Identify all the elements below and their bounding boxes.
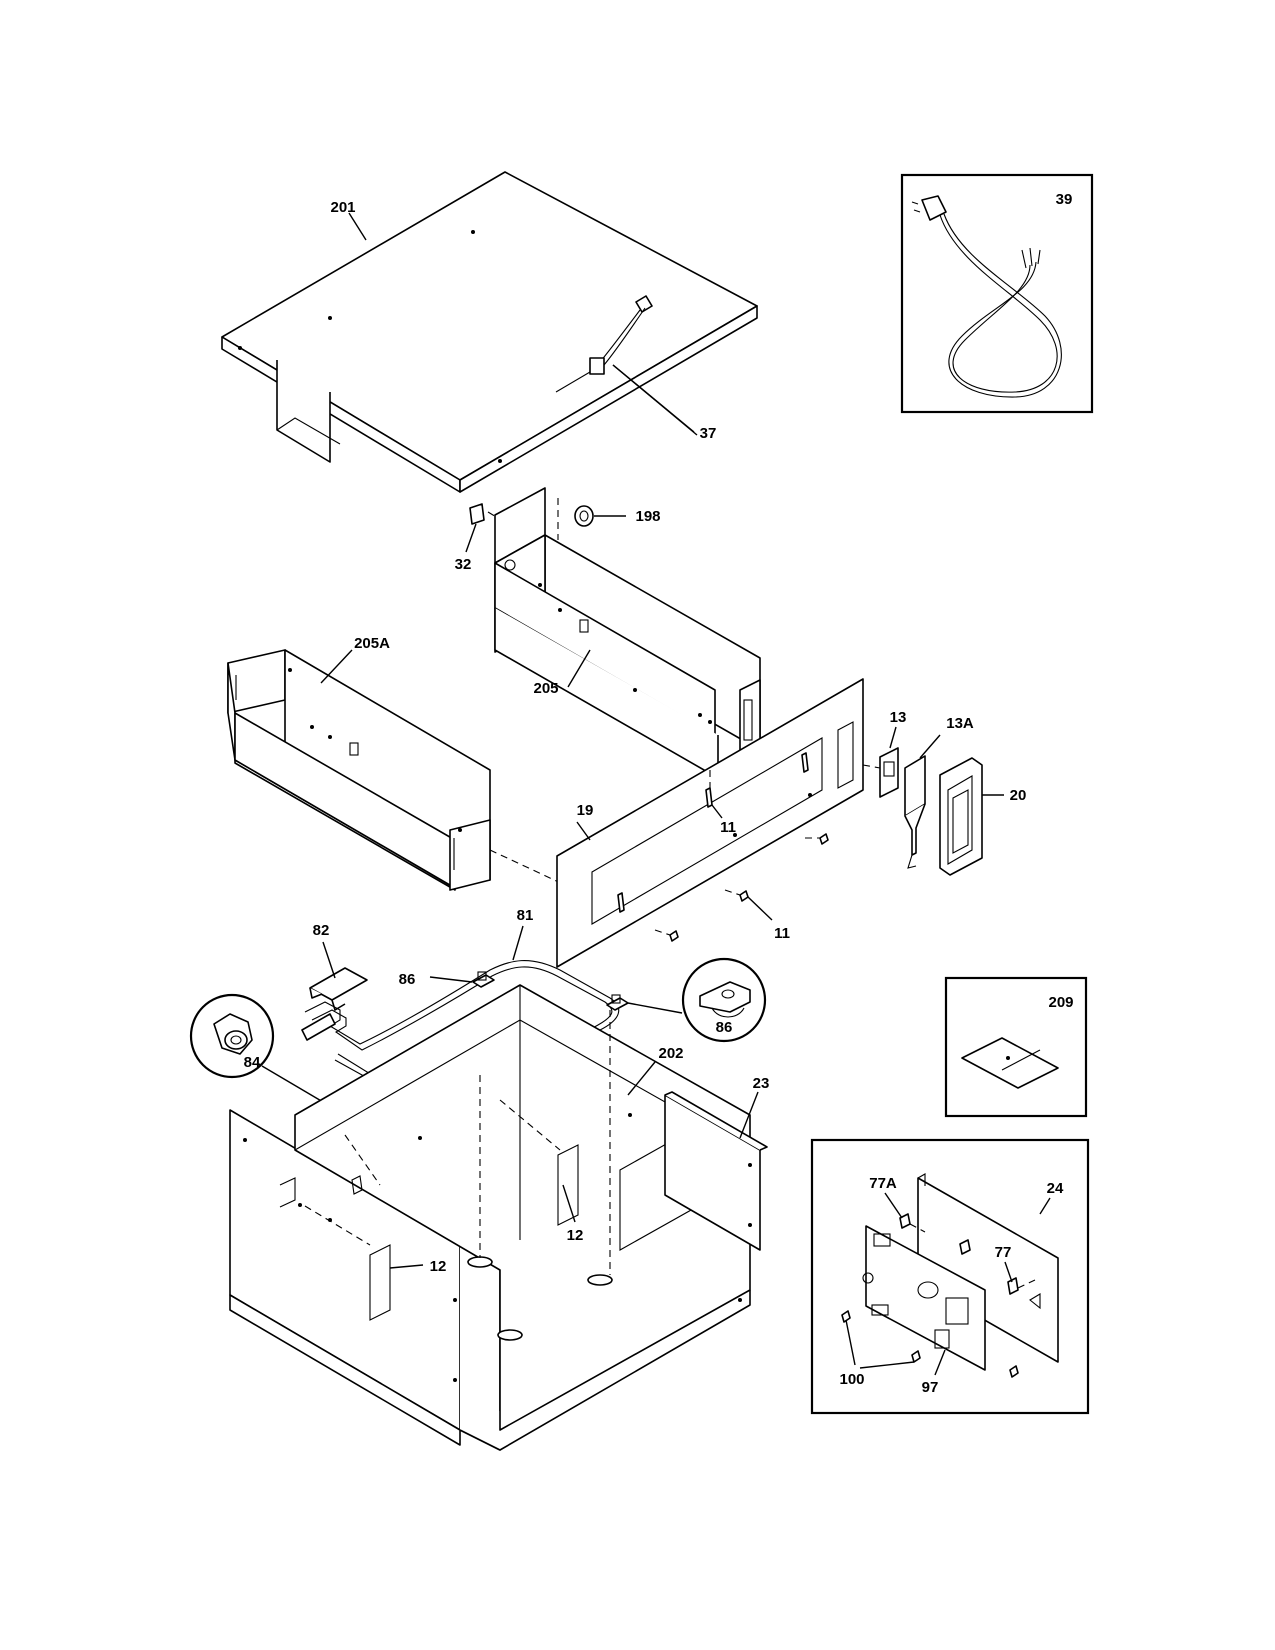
part-86-clip-right[interactable] bbox=[606, 994, 629, 1011]
part-100-screws[interactable] bbox=[841, 1310, 1019, 1378]
part-205-wrapper[interactable] bbox=[494, 487, 761, 779]
callout-86-detail: 86 bbox=[716, 1019, 733, 1036]
callout-81: 81 bbox=[517, 907, 534, 924]
part-97-control-board[interactable] bbox=[862, 1225, 986, 1371]
callout-77A: 77A bbox=[869, 1175, 897, 1192]
part-20-switch-cover[interactable] bbox=[939, 757, 983, 876]
callout-32: 32 bbox=[455, 556, 472, 573]
part-32-bushing[interactable] bbox=[469, 503, 485, 525]
part-82-bracket[interactable] bbox=[309, 967, 368, 1011]
inset-box-39 bbox=[900, 173, 1094, 414]
callout-23: 23 bbox=[753, 1075, 770, 1092]
part-13-switch-bracket[interactable] bbox=[879, 747, 899, 798]
detail-84-thermostat-circle bbox=[189, 993, 275, 1079]
callout-11-upper: 11 bbox=[720, 819, 736, 836]
callout-13: 13 bbox=[890, 709, 907, 726]
inset-box-24 bbox=[810, 1138, 1090, 1415]
callout-97: 97 bbox=[922, 1379, 939, 1396]
callout-24: 24 bbox=[1047, 1180, 1064, 1197]
callout-11-lower: 11 bbox=[774, 925, 790, 942]
part-24-board-bracket[interactable] bbox=[917, 1173, 1059, 1363]
part-86-clip-upper[interactable] bbox=[472, 971, 495, 988]
callout-209: 209 bbox=[1048, 994, 1073, 1011]
part-209-insulation-pad[interactable] bbox=[961, 1037, 1059, 1089]
callout-205A: 205A bbox=[354, 635, 390, 652]
part-205A-side-wrapper[interactable] bbox=[227, 649, 491, 891]
callout-201: 201 bbox=[330, 199, 355, 216]
callout-100: 100 bbox=[839, 1371, 864, 1388]
inset-box-209 bbox=[944, 976, 1088, 1118]
part-37-wire-harness[interactable] bbox=[555, 295, 653, 393]
callout-82: 82 bbox=[313, 922, 330, 939]
part-11-screws[interactable] bbox=[617, 752, 829, 942]
part-201-top-panel[interactable] bbox=[221, 171, 758, 493]
callout-19: 19 bbox=[577, 802, 594, 819]
part-19-control-panel[interactable] bbox=[556, 678, 864, 968]
callout-37: 37 bbox=[700, 425, 717, 442]
callout-12-left: 12 bbox=[430, 1258, 447, 1275]
callout-205: 205 bbox=[533, 680, 558, 697]
callout-86-upper: 86 bbox=[399, 971, 416, 988]
part-202-cavity-frame[interactable] bbox=[229, 984, 751, 1451]
callout-202: 202 bbox=[658, 1045, 683, 1062]
callout-20: 20 bbox=[1010, 787, 1027, 804]
callout-13A: 13A bbox=[946, 715, 974, 732]
part-13A-switch[interactable] bbox=[904, 755, 926, 869]
callout-39: 39 bbox=[1056, 191, 1073, 208]
part-39-power-cord[interactable] bbox=[911, 195, 1062, 398]
callout-84: 84 bbox=[244, 1054, 261, 1071]
callout-77: 77 bbox=[995, 1244, 1012, 1261]
callout-198: 198 bbox=[635, 508, 660, 525]
callout-12-right: 12 bbox=[567, 1227, 584, 1244]
detail-86-clip-circle bbox=[681, 957, 767, 1043]
part-198-grommet[interactable] bbox=[574, 505, 594, 527]
